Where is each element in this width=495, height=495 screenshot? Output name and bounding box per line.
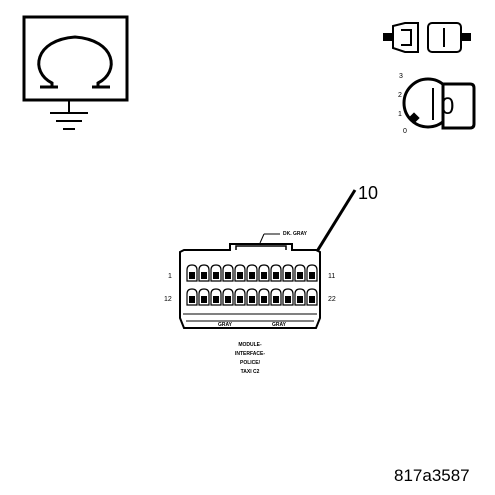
pin-cavity-17 (246, 288, 258, 306)
pin-cavity-9 (282, 264, 294, 282)
pin-cavity-18 (258, 288, 270, 306)
pin-grid (186, 264, 318, 306)
ignition-key-icon: 3 2 1 0 0 (398, 73, 476, 135)
connector-name-line-3: POLICE/ (240, 360, 261, 366)
pin-cavity-13 (198, 288, 210, 306)
pin-label-22: 22 (328, 296, 336, 303)
connector-plug-icon (383, 22, 471, 53)
pin-label-12: 12 (164, 296, 172, 303)
pin-cavity-20 (282, 288, 294, 306)
wire-color-label: DK. GRAY (283, 231, 308, 237)
ohmmeter-ground-icon (22, 15, 129, 130)
pin-cavity-7 (258, 264, 270, 282)
bottom-mark-left: GRAY (218, 322, 233, 328)
ignition-position-1: 1 (398, 111, 402, 118)
connector-name-line-4: TAXI C2 (241, 369, 260, 375)
pin-cavity-22 (306, 288, 318, 306)
pin-cavity-15 (222, 288, 234, 306)
ignition-position-0: 0 (403, 128, 407, 135)
callout-number: 10 (358, 183, 378, 203)
bottom-mark-right: GRAY (272, 322, 287, 328)
connector-c2: GRAY GRAY 1 11 12 22 (164, 243, 336, 329)
connector-name-line-2: INTERFACE- (235, 351, 265, 357)
pin-label-11: 11 (328, 273, 335, 280)
ignition-position-3: 3 (399, 73, 403, 80)
pin-cavity-19 (270, 288, 282, 306)
pin-cavity-12 (186, 288, 198, 306)
figure-id: 817a3587 (394, 466, 470, 485)
pin-cavity-2 (198, 264, 210, 282)
ignition-position-2: 2 (398, 92, 402, 99)
connector-name: MODULE- INTERFACE- POLICE/ TAXI C2 (235, 342, 265, 375)
pin-cavity-8 (270, 264, 282, 282)
key-label: 0 (441, 93, 454, 120)
connector-name-line-1: MODULE- (238, 342, 262, 348)
pin-cavity-4 (222, 264, 234, 282)
pin-cavity-10 (294, 264, 306, 282)
pin-cavity-1 (186, 264, 198, 282)
pin-cavity-21 (294, 288, 306, 306)
pin-cavity-11 (306, 264, 318, 282)
pin-cavity-6 (246, 264, 258, 282)
wire-label-group: DK. GRAY (259, 231, 308, 244)
pin-cavity-14 (210, 288, 222, 306)
pin-cavity-3 (210, 264, 222, 282)
pin-cavity-5 (234, 264, 246, 282)
pin-label-1: 1 (168, 273, 172, 280)
pin-cavity-16 (234, 288, 246, 306)
